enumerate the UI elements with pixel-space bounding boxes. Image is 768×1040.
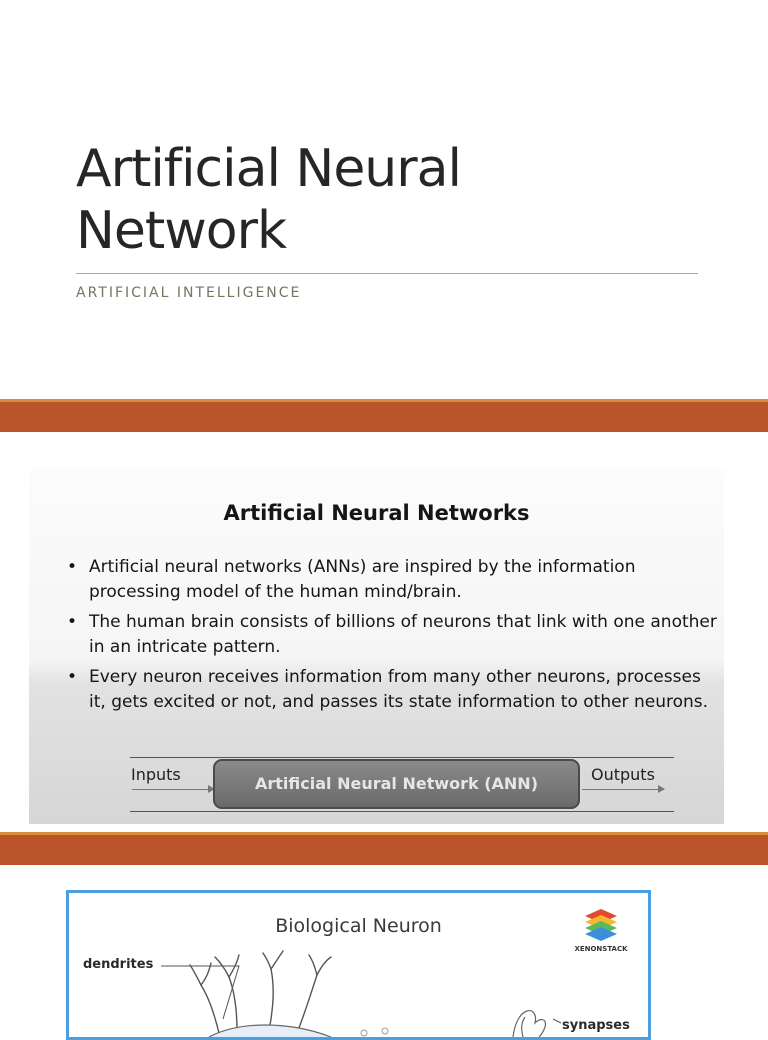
slide-title: Artificial Neural Network <box>76 138 462 262</box>
bullet-list: • Artificial neural networks (ANNs) are … <box>67 555 717 720</box>
input-arrow <box>132 785 215 793</box>
dendrites-label: dendrites <box>83 957 154 972</box>
bullet-dot: • <box>67 612 78 632</box>
separator-band <box>0 399 768 432</box>
stack-layers-icon <box>585 909 617 941</box>
title-divider <box>76 273 698 274</box>
synapses-label: synapses <box>562 1018 630 1033</box>
slide-title-line-1: Artificial Neural <box>76 139 462 199</box>
separator-band-highlight <box>0 399 768 402</box>
slide-title-line-2: Network <box>76 201 287 261</box>
brand-name: XENONSTACK <box>574 945 628 953</box>
bullet-text: Artificial neural networks (ANNs) are in… <box>89 557 636 602</box>
ann-slide-title: Artificial Neural Networks <box>223 501 530 525</box>
neuron-slide: Biological Neuron dendrites synapses XEN… <box>66 890 651 1040</box>
slide-subtitle: ARTIFICIAL INTELLIGENCE <box>76 285 302 301</box>
inputs-label: Inputs <box>131 765 181 784</box>
bullet-item: • Artificial neural networks (ANNs) are … <box>67 555 717 605</box>
bullet-dot: • <box>67 667 78 687</box>
diagram-bottom-line <box>130 811 674 812</box>
ann-box-label: Artificial Neural Network (ANN) <box>254 774 538 793</box>
title-slide: Artificial Neural Network ARTIFICIAL INT… <box>0 0 768 400</box>
ann-box: Artificial Neural Network (ANN) <box>213 759 580 809</box>
bullet-text: Every neuron receives information from m… <box>89 667 709 712</box>
output-arrow <box>582 785 665 793</box>
xenonstack-logo: XENONSTACK <box>565 905 637 965</box>
ann-slide: Artificial Neural Networks • Artificial … <box>29 469 724 824</box>
neuron-slide-title: Biological Neuron <box>275 915 442 937</box>
diagram-top-line <box>130 757 674 758</box>
bullet-item: • Every neuron receives information from… <box>67 665 717 715</box>
bullet-item: • The human brain consists of billions o… <box>67 610 717 660</box>
bullet-dot: • <box>67 557 78 577</box>
bullet-text: The human brain consists of billions of … <box>89 612 717 657</box>
separator-band <box>0 832 768 865</box>
separator-band-highlight <box>0 832 768 835</box>
outputs-label: Outputs <box>591 765 655 784</box>
